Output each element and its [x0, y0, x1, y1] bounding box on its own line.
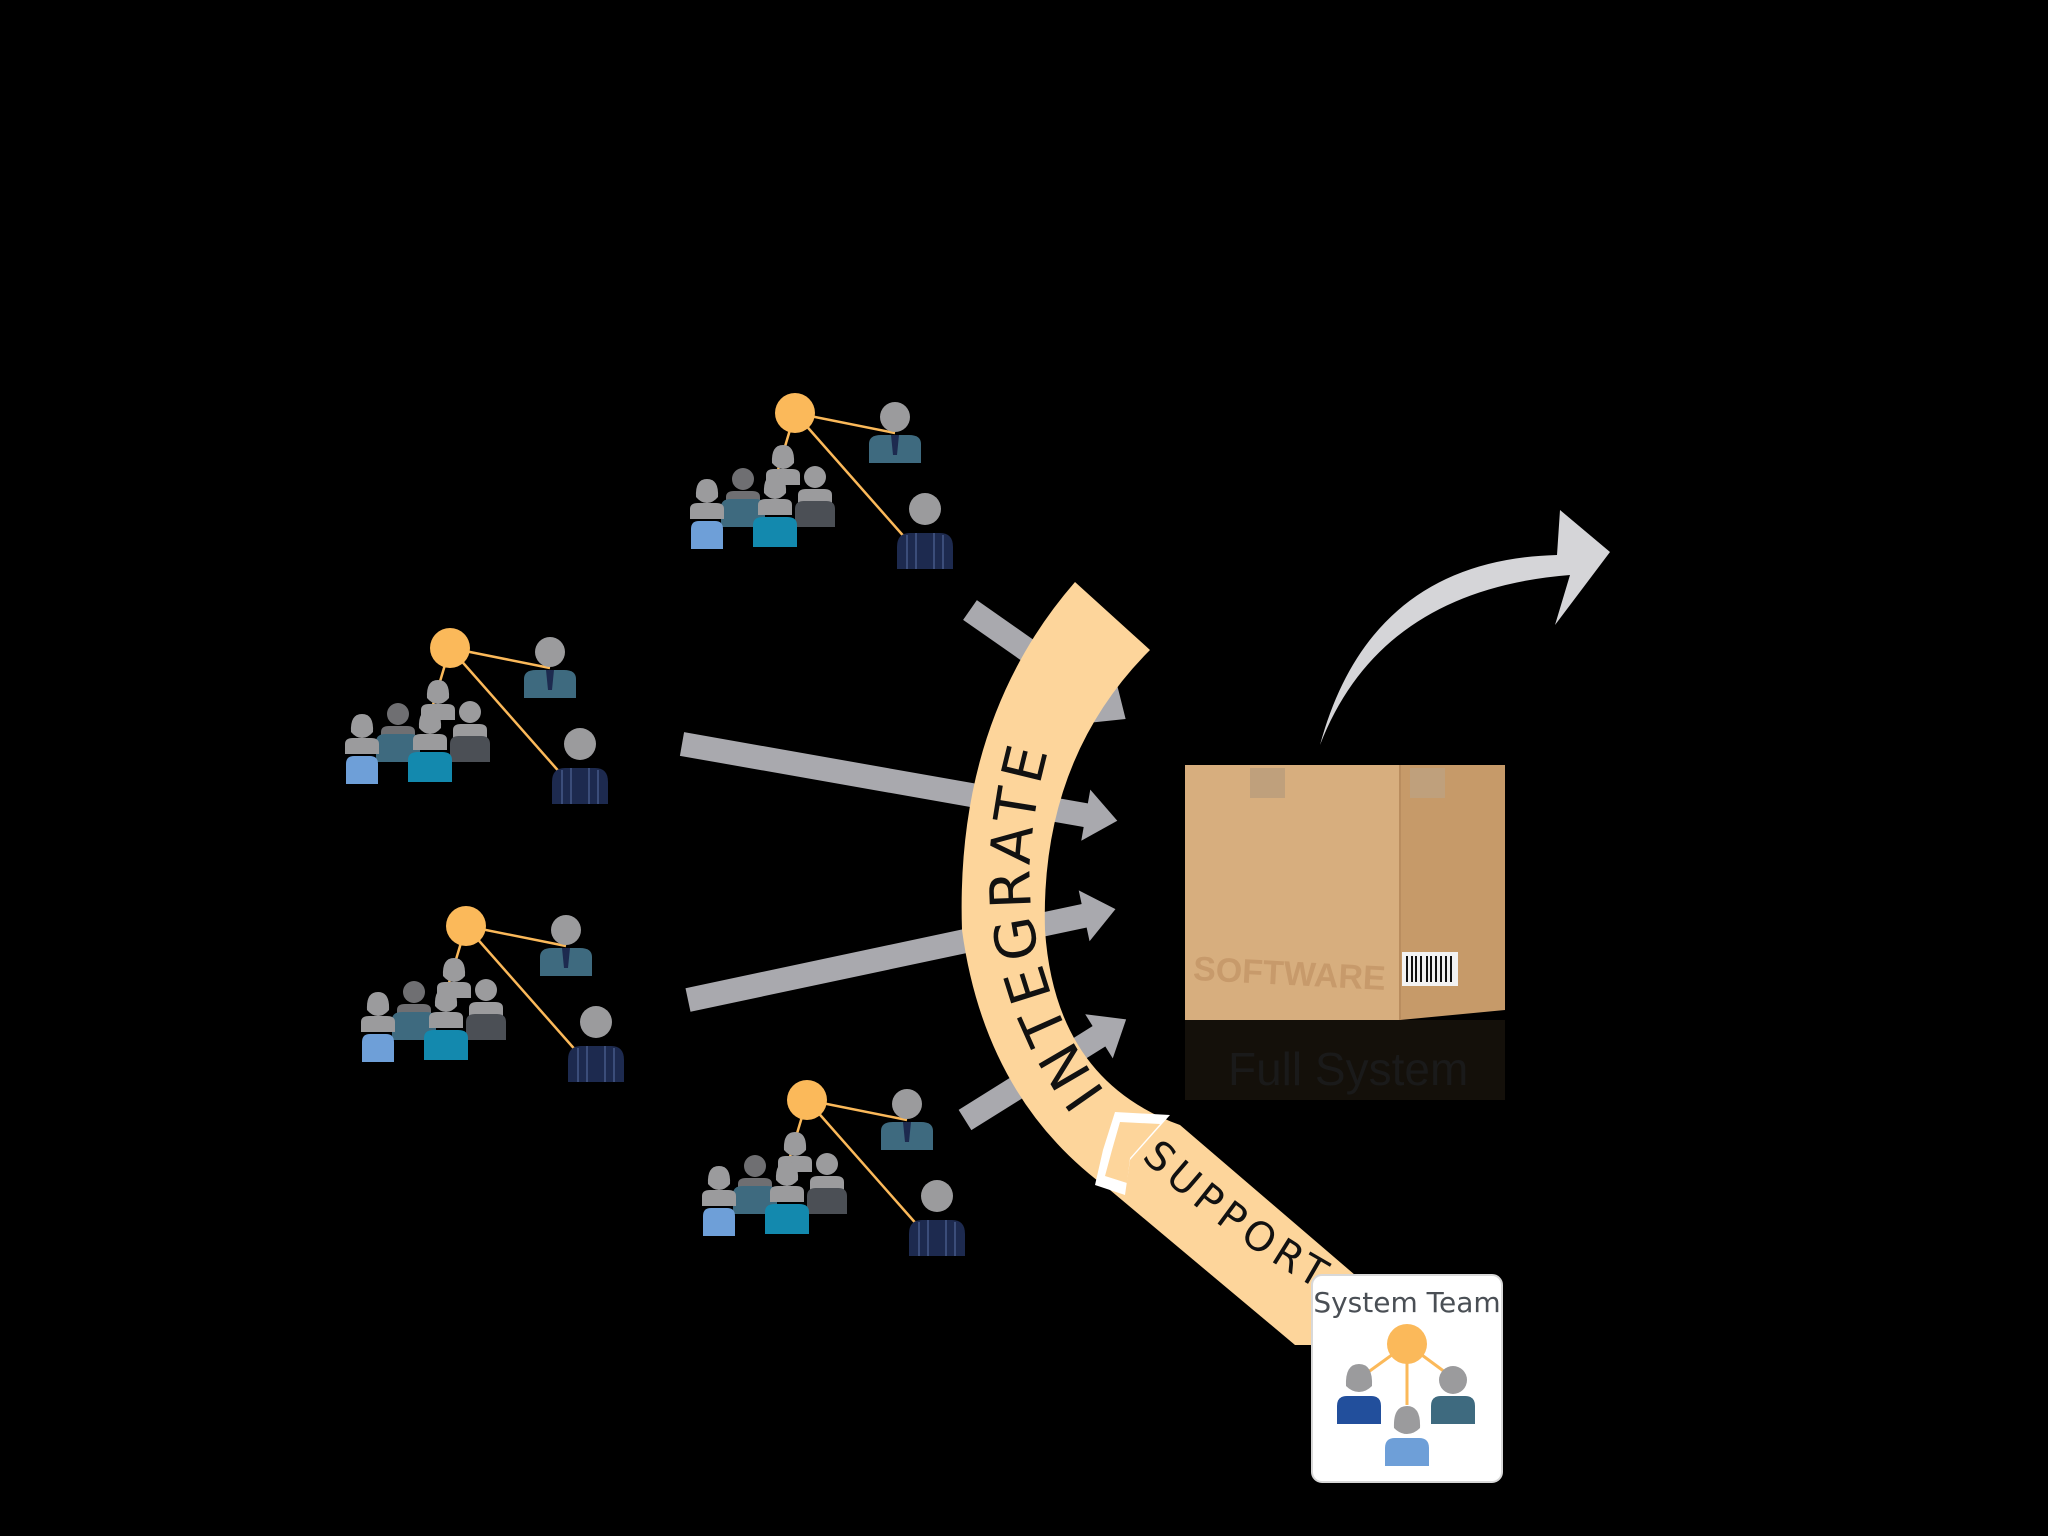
full-system-caption: Full System — [1228, 1043, 1468, 1095]
curved-arrow-icon — [1320, 510, 1610, 745]
agile-team-lower-left — [361, 906, 624, 1082]
team-icon — [702, 1080, 965, 1256]
system-team-title: System Team — [1313, 1286, 1500, 1319]
barcode-icon — [1402, 952, 1458, 986]
agile-team-top — [690, 393, 953, 569]
package-icon: SOFTWARE — [1185, 765, 1505, 1100]
agile-team-bottom — [702, 1080, 965, 1256]
team-icon — [690, 393, 953, 569]
system-team-icon — [1337, 1324, 1475, 1466]
team-icon — [361, 906, 624, 1082]
team-icon — [345, 628, 608, 804]
system-team-card: System Team — [1311, 1274, 1503, 1483]
integrate-support-band — [961, 582, 1355, 1345]
agile-team-upper-left — [345, 628, 608, 804]
